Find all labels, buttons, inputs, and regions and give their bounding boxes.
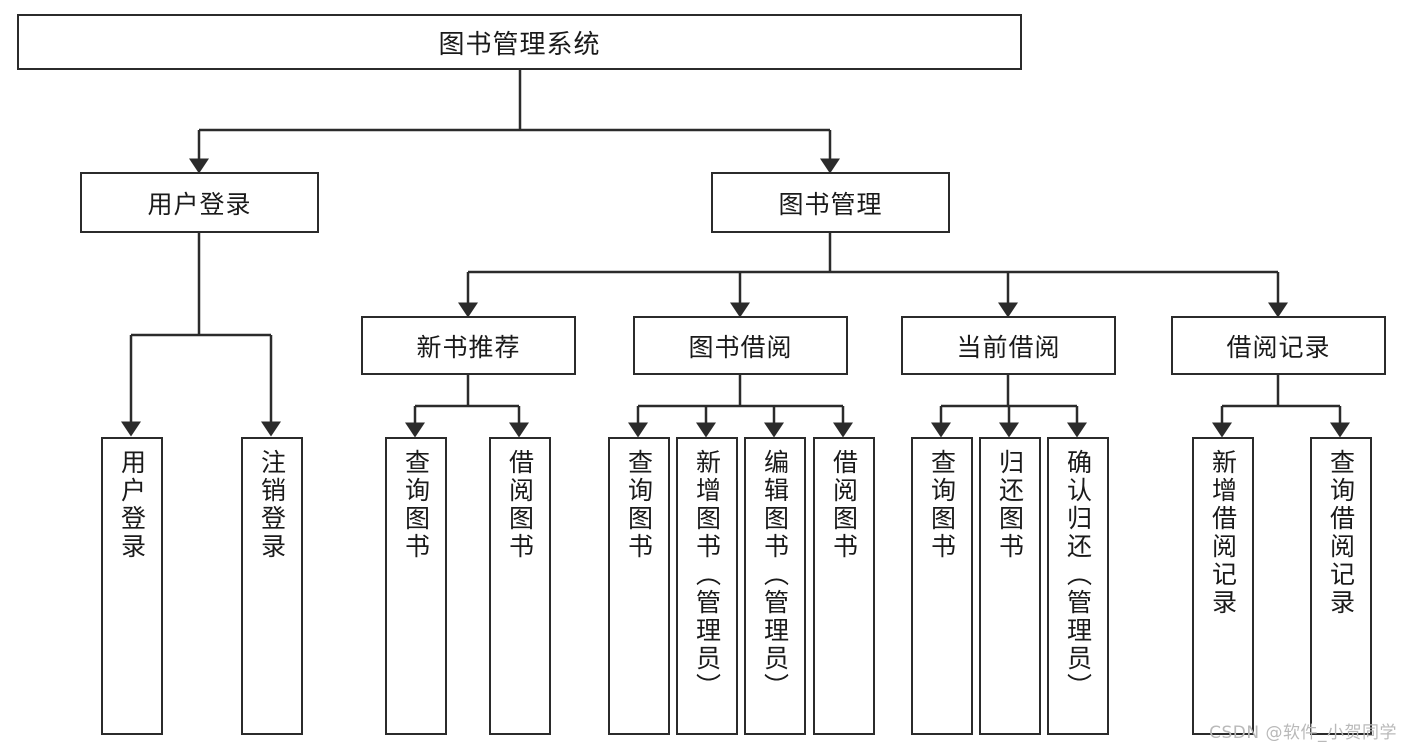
node-label: 确认归还（管理员） bbox=[1063, 449, 1093, 701]
node-label: 归还图书 bbox=[995, 449, 1025, 561]
node-label: 编辑图书（管理员） bbox=[760, 449, 790, 701]
node-label: 图书借阅 bbox=[688, 332, 793, 362]
leaf-new-book-query[interactable]: 查询图书 bbox=[385, 437, 447, 735]
node-borrow-record[interactable]: 借阅记录 bbox=[1171, 316, 1386, 375]
node-root-book-management-system[interactable]: 图书管理系统 bbox=[17, 14, 1022, 70]
leaf-book-borrow-add[interactable]: 新增图书（管理员） bbox=[676, 437, 738, 735]
node-book-borrow[interactable]: 图书借阅 bbox=[633, 316, 848, 375]
node-label: 当前借阅 bbox=[956, 332, 1061, 362]
node-label: 借阅图书 bbox=[829, 449, 859, 561]
leaf-book-borrow-edit[interactable]: 编辑图书（管理员） bbox=[744, 437, 806, 735]
node-label: 新书推荐 bbox=[416, 332, 521, 362]
node-label: 查询图书 bbox=[401, 449, 431, 561]
leaf-book-borrow-borrow[interactable]: 借阅图书 bbox=[813, 437, 875, 735]
node-label: 图书管理 bbox=[778, 189, 883, 219]
node-label: 查询图书 bbox=[927, 449, 957, 561]
node-label: 新增借阅记录 bbox=[1208, 449, 1238, 617]
leaf-record-add[interactable]: 新增借阅记录 bbox=[1192, 437, 1254, 735]
node-label: 查询借阅记录 bbox=[1326, 449, 1356, 617]
node-label: 用户登录 bbox=[147, 189, 252, 219]
node-book-management[interactable]: 图书管理 bbox=[711, 172, 950, 233]
node-label: 借阅记录 bbox=[1226, 332, 1331, 362]
leaf-current-borrow-return[interactable]: 归还图书 bbox=[979, 437, 1041, 735]
leaf-current-borrow-query[interactable]: 查询图书 bbox=[911, 437, 973, 735]
node-label: 注销登录 bbox=[257, 449, 287, 561]
leaf-user-login-logout[interactable]: 注销登录 bbox=[241, 437, 303, 735]
leaf-record-query[interactable]: 查询借阅记录 bbox=[1310, 437, 1372, 735]
leaf-user-login-login[interactable]: 用户登录 bbox=[101, 437, 163, 735]
leaf-current-borrow-confirm-return[interactable]: 确认归还（管理员） bbox=[1047, 437, 1109, 735]
node-label: 新增图书（管理员） bbox=[692, 449, 722, 701]
node-label: 查询图书 bbox=[624, 449, 654, 561]
node-user-login[interactable]: 用户登录 bbox=[80, 172, 319, 233]
node-new-book-recommend[interactable]: 新书推荐 bbox=[361, 316, 576, 375]
node-current-borrow[interactable]: 当前借阅 bbox=[901, 316, 1116, 375]
csdn-watermark: CSDN @软件_小贺同学 bbox=[1209, 723, 1397, 743]
leaf-book-borrow-query[interactable]: 查询图书 bbox=[608, 437, 670, 735]
leaf-new-book-borrow[interactable]: 借阅图书 bbox=[489, 437, 551, 735]
node-label: 借阅图书 bbox=[505, 449, 535, 561]
node-label: 用户登录 bbox=[117, 449, 147, 561]
node-label: 图书管理系统 bbox=[438, 29, 601, 60]
